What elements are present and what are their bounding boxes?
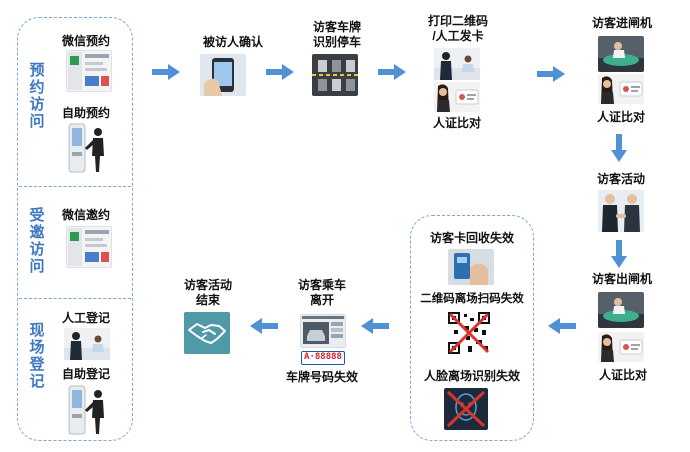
exit-gate-label: 访客出闸机	[591, 272, 652, 286]
card-reader-icon	[448, 249, 494, 285]
face-exit-label: 人脸离场识别失效	[423, 369, 520, 383]
handshake-icon	[184, 312, 230, 354]
arrow-down-icon	[611, 240, 627, 268]
wechat-invite-label: 微信邀约	[62, 208, 111, 222]
visitee-confirm-label: 被访人确认	[202, 35, 263, 49]
id-compare-icon	[598, 74, 644, 104]
id-compare-icon	[598, 332, 644, 362]
turnstile-icon	[598, 36, 644, 72]
section-title-onsite: 现场登记	[29, 322, 45, 390]
self-reserve-label: 自助预约	[62, 106, 111, 120]
plate-recognition-label: 访客车牌 识别停车	[312, 20, 361, 49]
arrow-right-icon	[378, 64, 406, 80]
entry-methods-panel	[17, 17, 133, 441]
section-divider	[19, 186, 131, 187]
arrow-right-icon	[537, 66, 565, 82]
qr-exit-label: 二维码离场扫码失效	[420, 293, 524, 305]
arrow-left-icon	[250, 318, 278, 334]
plate-camera-icon	[300, 314, 346, 348]
section-title-invited: 受邀访问	[29, 207, 45, 275]
license-plate: A·88888	[301, 351, 345, 365]
plate-invalid-label: 车牌号码失效	[285, 370, 358, 384]
self-register-label: 自助登记	[62, 367, 111, 381]
wechat-screen-icon	[66, 226, 112, 268]
card-recycle-label: 访客卡回收失效	[429, 231, 514, 245]
wechat-screen-icon	[66, 50, 112, 92]
kiosk-person-icon	[66, 122, 110, 174]
qr-code-icon	[446, 310, 492, 356]
reception-desk-icon	[64, 328, 110, 360]
phone-hand-icon	[200, 54, 246, 96]
section-title-reservation: 预约访问	[29, 62, 45, 130]
id-compare-label-3: 人证比对	[598, 368, 647, 382]
print-qr-label: 打印二维码 /人工发卡	[427, 14, 488, 43]
kiosk-person-icon	[66, 384, 110, 436]
wechat-reserve-label: 微信预约	[62, 34, 111, 48]
manual-register-label: 人工登记	[62, 311, 111, 325]
license-plate-text: A·88888	[304, 352, 342, 362]
car-leave-label: 访客乘车 离开	[297, 278, 346, 307]
enter-gate-label: 访客进闸机	[591, 16, 652, 30]
id-compare-icon	[434, 82, 480, 112]
arrow-left-icon	[548, 318, 576, 334]
activity-label: 访客活动	[596, 172, 645, 186]
id-compare-label-1: 人证比对	[432, 116, 481, 130]
arrow-down-icon	[611, 134, 627, 162]
reception-desk-icon	[434, 48, 480, 80]
id-compare-label-2: 人证比对	[596, 110, 645, 124]
face-scan-icon	[444, 388, 488, 430]
arrow-right-icon	[152, 64, 180, 80]
parking-lot-icon	[312, 54, 358, 96]
turnstile-icon	[598, 292, 644, 328]
arrow-left-icon	[361, 318, 389, 334]
handshake-photo-icon	[598, 190, 644, 232]
invalidation-panel	[410, 215, 534, 441]
arrow-right-icon	[266, 64, 294, 80]
section-divider	[19, 298, 131, 299]
activity-end-label: 访客活动 结束	[183, 278, 232, 307]
